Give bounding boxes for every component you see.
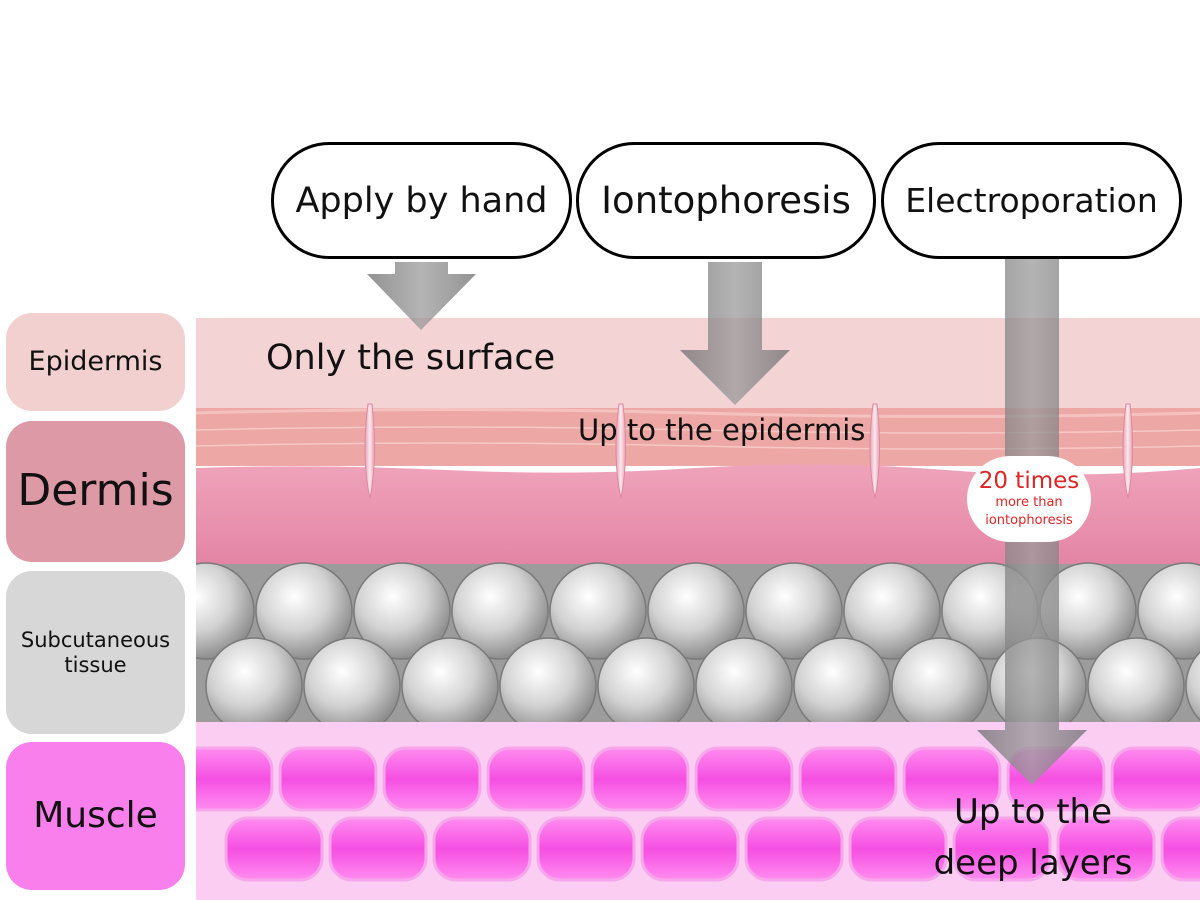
fat-cell	[401, 637, 499, 735]
fat-cell	[745, 562, 843, 660]
badge-sub-text: more than iontophoresis	[985, 495, 1073, 528]
muscle-fiber	[590, 746, 690, 812]
fat-cell	[989, 637, 1087, 735]
muscle-fiber	[952, 816, 1052, 882]
fat-cell	[196, 562, 255, 660]
muscle-fiber	[798, 746, 898, 812]
result-only-surface: Only the surface	[266, 338, 556, 378]
muscle-fiber	[1160, 816, 1200, 882]
muscle-fibers	[196, 746, 1200, 882]
fat-cell	[891, 637, 989, 735]
muscle-fiber	[328, 816, 428, 882]
dermis-layer	[196, 464, 1200, 566]
muscle-fiber	[640, 816, 740, 882]
fat-cell	[647, 562, 745, 660]
fat-cell	[1137, 562, 1200, 660]
muscle-fiber	[744, 816, 844, 882]
fat-cell	[843, 562, 941, 660]
fat-cell	[451, 562, 549, 660]
fat-cells	[196, 562, 1200, 735]
fat-cell	[205, 637, 303, 735]
label-epidermis: Epidermis	[6, 313, 185, 411]
fat-cell	[1185, 651, 1200, 721]
muscle-fiber	[196, 746, 274, 812]
muscle-fiber	[382, 746, 482, 812]
muscle-fiber	[694, 746, 794, 812]
label-muscle: Muscle	[6, 742, 185, 890]
muscle-fiber	[1056, 816, 1156, 882]
fat-cell	[549, 562, 647, 660]
pore	[869, 403, 881, 499]
fat-cell	[303, 637, 401, 735]
fat-cell	[499, 637, 597, 735]
method-iontophoresis: Iontophoresis	[576, 142, 876, 259]
label-dermis: Dermis	[6, 421, 185, 562]
method-apply-by-hand: Apply by hand	[271, 142, 572, 259]
pore	[615, 403, 627, 499]
muscle-fiber	[432, 816, 532, 882]
fat-cell	[1087, 637, 1185, 735]
pore	[364, 403, 376, 499]
muscle-fiber	[486, 746, 586, 812]
result-up-to-epidermis: Up to the epidermis	[578, 413, 866, 447]
badge-main-text: 20 times	[978, 467, 1080, 494]
muscle-fiber	[278, 746, 378, 812]
muscle-fiber	[848, 816, 948, 882]
result-deep-layers: Up to the deep layers	[933, 792, 1133, 883]
muscle-fiber	[536, 816, 636, 882]
muscle-fiber	[224, 816, 324, 882]
fat-cell	[597, 637, 695, 735]
pore	[1122, 403, 1134, 499]
fat-cell	[255, 562, 353, 660]
fat-cell	[793, 637, 891, 735]
comparison-badge: 20 times more than iontophoresis	[967, 456, 1091, 542]
fat-cell	[353, 562, 451, 660]
fat-cell	[695, 637, 793, 735]
muscle-fiber	[1110, 746, 1200, 812]
method-electroporation: Electroporation	[881, 142, 1182, 259]
label-subcutaneous-tissue: Subcutaneous tissue	[6, 571, 185, 734]
